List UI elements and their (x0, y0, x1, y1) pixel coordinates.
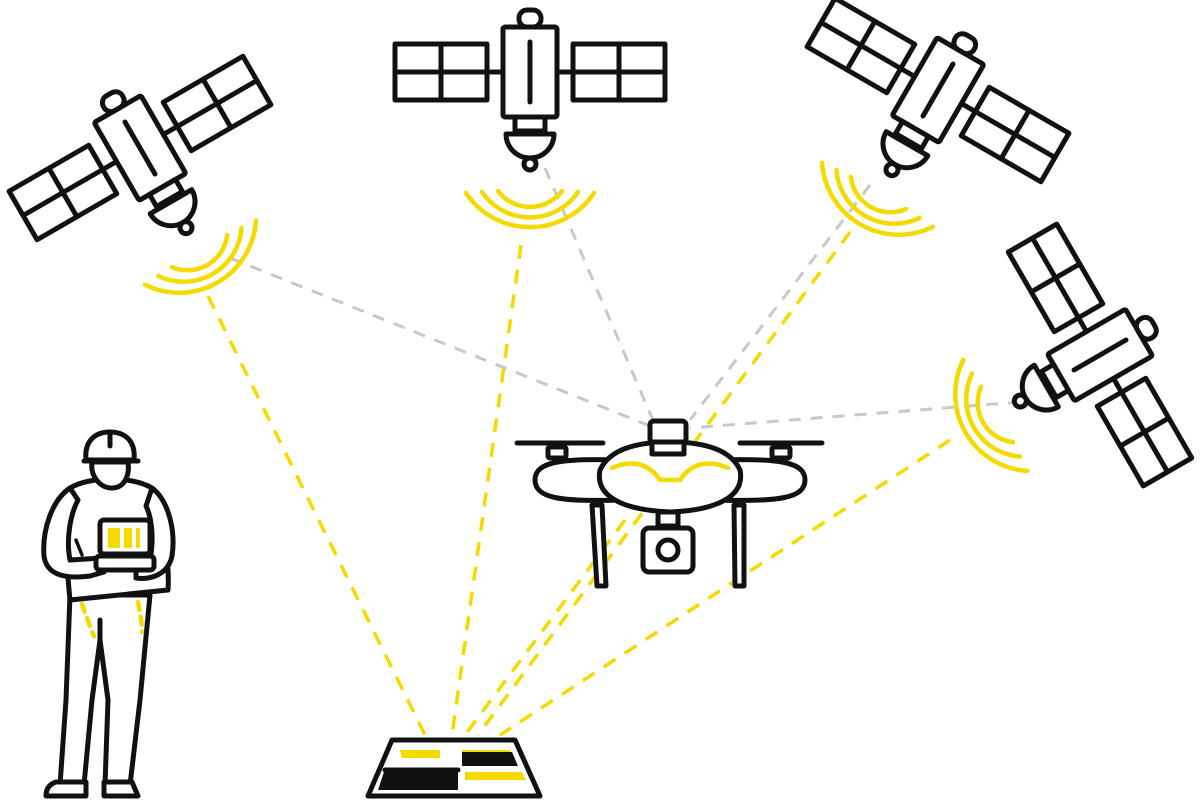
drone (514, 418, 825, 589)
gnss-base-station-icon (365, 737, 543, 799)
satellite-icon (395, 10, 665, 170)
satellite-icon (772, 0, 1086, 242)
drone-icon (514, 418, 825, 589)
link-sat1-station (206, 295, 427, 736)
satellite-icon (948, 207, 1200, 521)
operator-with-controller-icon (41, 429, 176, 799)
link-sat3-drone (688, 184, 872, 421)
satellite-icon (0, 27, 306, 301)
satellite-1 (0, 27, 335, 350)
gray-links (229, 167, 1021, 430)
operator (41, 429, 176, 799)
signal-waves-icon (466, 191, 594, 227)
link-sat2-drone (543, 167, 657, 426)
signal-waves-icon (934, 359, 1029, 488)
link-sat1-drone (229, 256, 656, 430)
satellite-2 (395, 10, 665, 227)
ground-station (365, 737, 543, 799)
signal-waves-icon (805, 161, 934, 256)
link-sat2-station (450, 244, 523, 736)
satellite-4 (898, 207, 1200, 549)
link-drone-station (463, 518, 627, 737)
